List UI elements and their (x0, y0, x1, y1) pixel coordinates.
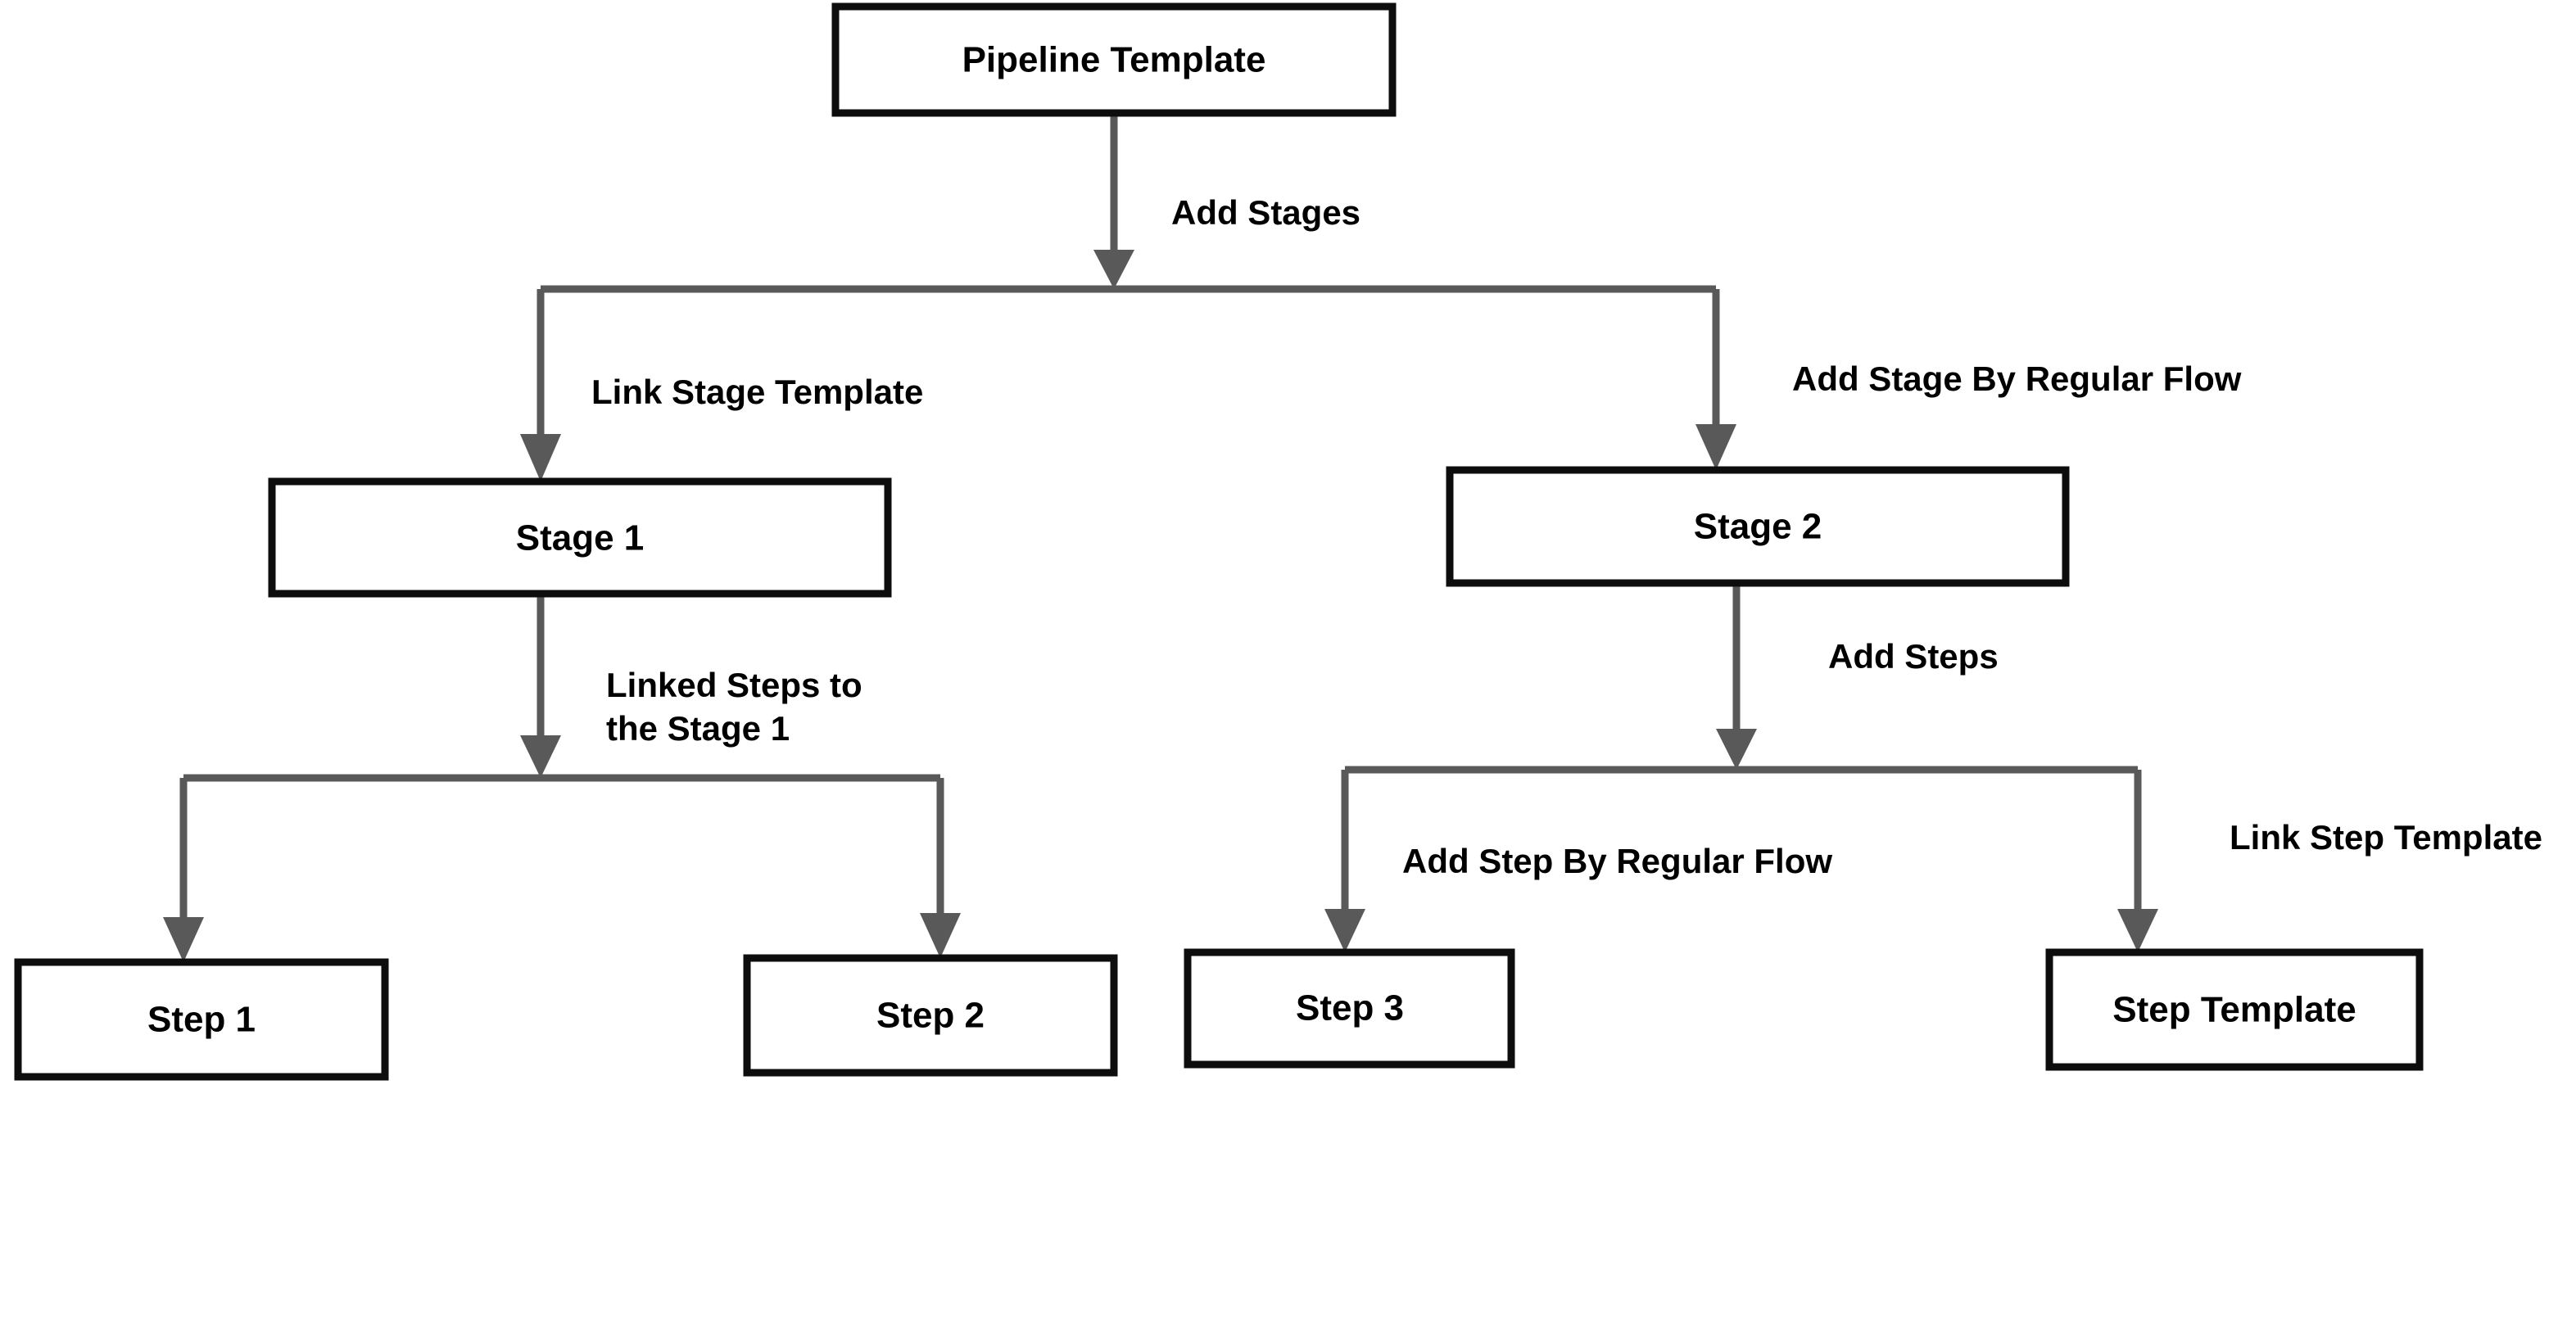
edge-add-step-by-regular-flow-arrowhead (1324, 909, 1365, 952)
edge-linked-steps (520, 594, 561, 778)
node-step-template-label: Step Template (2112, 990, 2356, 1030)
edge-add-stage-by-regular-flow-arrowhead (1695, 424, 1736, 470)
node-step-2-box[interactable] (743, 954, 1118, 1077)
node-step-3-label: Step 3 (1296, 988, 1404, 1028)
node-pipeline-template-box[interactable] (831, 2, 1397, 117)
node-step-1[interactable]: Step 1 (14, 958, 389, 1081)
edge-add-steps (1716, 583, 1757, 770)
node-step-3-box[interactable] (1184, 948, 1515, 1069)
node-step-template-box[interactable] (2045, 948, 2424, 1071)
edge-add-stages (1093, 113, 1134, 289)
node-stage-1-label: Stage 1 (516, 518, 645, 558)
edge-add-stage-by-regular-flow (1695, 289, 1736, 470)
node-pipeline-template[interactable]: Pipeline Template (831, 2, 1397, 117)
edge-link-stage-template (520, 289, 561, 481)
node-stage-1-box[interactable] (268, 477, 892, 598)
node-step-1-label: Step 1 (147, 1000, 256, 1040)
edge-to-step-1-arrowhead (163, 917, 204, 962)
node-stage-1[interactable]: Stage 1 (268, 477, 892, 598)
node-step-2[interactable]: Step 2 (743, 954, 1118, 1077)
node-pipeline-template-label: Pipeline Template (962, 40, 1266, 80)
node-stage-2-box[interactable] (1446, 466, 2070, 587)
node-step-2-label: Step 2 (876, 996, 985, 1036)
edge-label-linked-steps-line-1: Linked Steps to (606, 666, 862, 704)
edge-label-link-step-template: Link Step Template (2230, 818, 2542, 857)
edge-to-step-2-arrowhead (920, 913, 961, 958)
edge-label-add-steps: Add Steps (1828, 637, 1999, 676)
edge-label-add-stages: Add Stages (1171, 193, 1360, 232)
edge-to-step-2 (920, 778, 961, 958)
edge-link-step-template-arrowhead (2117, 909, 2158, 952)
edge-to-step-1 (163, 778, 204, 962)
edge-add-step-by-regular-flow (1324, 770, 1365, 952)
edge-link-stage-template-arrowhead (520, 434, 561, 481)
edge-add-stages-arrowhead (1093, 250, 1134, 289)
edge-label-linked-steps-line-2: the Stage 1 (606, 709, 790, 748)
edge-linked-steps-arrowhead (520, 735, 561, 778)
edge-label-link-stage-template: Link Stage Template (591, 373, 923, 411)
node-stage-2-label: Stage 2 (1694, 507, 1822, 547)
node-step-template[interactable]: Step Template (2045, 948, 2424, 1071)
edge-add-steps-arrowhead (1716, 729, 1757, 770)
node-stage-2[interactable]: Stage 2 (1446, 466, 2070, 587)
node-step-1-box[interactable] (14, 958, 389, 1081)
node-step-3[interactable]: Step 3 (1184, 948, 1515, 1069)
edge-label-add-step-by-regular-flow: Add Step By Regular Flow (1402, 842, 1832, 880)
edge-link-step-template (2117, 770, 2158, 952)
edge-label-add-stage-by-regular-flow: Add Stage By Regular Flow (1792, 359, 2242, 398)
